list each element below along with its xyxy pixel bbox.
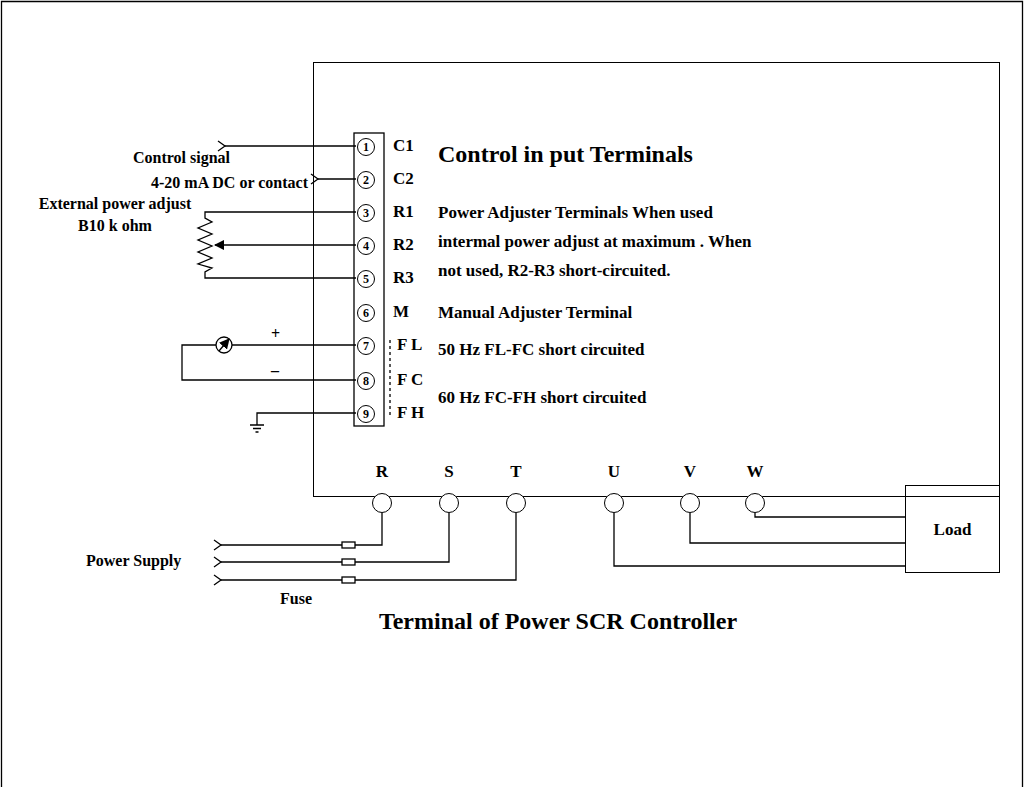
load-wire [755, 513, 905, 517]
power-terminal: U [604, 493, 624, 513]
pin-number: 7 [363, 340, 369, 352]
fuse-symbol [342, 542, 355, 548]
pin-number: 5 [363, 273, 369, 285]
signal-label: Control signal [133, 148, 230, 168]
pin-name: C1 [393, 136, 414, 156]
pin-number: 2 [363, 174, 369, 186]
polarity-sign: + [271, 324, 280, 344]
frequency-bracket [389, 340, 390, 418]
terminal-strip [354, 133, 384, 426]
load-label: Load [934, 521, 972, 538]
diagram-title: Terminal of Power SCR Controller [258, 606, 858, 636]
panel-note: Manual Adjuster Terminal [438, 301, 858, 325]
panel-note: 50 Hz FL-FC short circuited [438, 338, 858, 362]
terminal-label: R [376, 462, 388, 482]
input-chevron [214, 540, 221, 585]
terminal-pin: 2 [357, 171, 375, 189]
pin-name: R1 [393, 202, 414, 222]
supply-wire [221, 513, 382, 545]
resistor-symbol [198, 212, 356, 278]
terminal-label: V [684, 462, 696, 482]
pin-name: M [393, 302, 409, 322]
supply-wire [221, 513, 516, 580]
load-wire [614, 513, 905, 566]
pin-name: R3 [393, 268, 414, 288]
terminal-pin: 4 [357, 237, 375, 255]
supply-label: Power Supply [86, 551, 181, 571]
ground-wire [257, 413, 356, 425]
pin-number: 8 [363, 375, 369, 387]
pin-number: 1 [363, 141, 369, 153]
meter-wire [182, 345, 356, 380]
terminal-pin: 1 [357, 138, 375, 156]
terminal-pin: 3 [357, 204, 375, 222]
power-terminal: R [372, 493, 392, 513]
fuse-symbol [342, 559, 355, 565]
signal-label: 4-20 mA DC or contact [60, 173, 308, 193]
power-terminal: S [439, 493, 459, 513]
meter-wire [232, 344, 356, 345]
power-terminal: T [506, 493, 526, 513]
fuse-label: Fuse [280, 589, 312, 609]
terminal-pin: 6 [357, 304, 375, 322]
pin-number: 3 [363, 207, 369, 219]
control-wire [318, 178, 356, 179]
ground-symbol [250, 425, 264, 432]
terminal-pin: 5 [357, 270, 375, 288]
pin-name: F C [397, 370, 423, 390]
pin-name: C2 [393, 169, 414, 189]
pin-name: F L [397, 335, 422, 355]
fuse-symbol [342, 577, 355, 583]
panel-heading: Control in put Terminals [438, 139, 858, 169]
terminal-pin: 9 [357, 405, 375, 423]
power-terminal: V [680, 493, 700, 513]
panel-note: 60 Hz FC-FH short circuited [438, 386, 858, 410]
pin-name: R2 [393, 235, 414, 255]
meter-symbol [216, 337, 232, 353]
load-wire [690, 513, 905, 543]
power-terminal: W [745, 493, 765, 513]
adjuster-label: External power adjust B10 k ohm [38, 193, 192, 237]
control-wire [225, 145, 356, 146]
pin-number: 4 [363, 240, 369, 252]
terminal-label: U [608, 462, 620, 482]
terminal-pin: 8 [357, 372, 375, 390]
meter-needle [219, 339, 229, 351]
terminal-label: T [510, 462, 521, 482]
terminal-pin: 7 [357, 337, 375, 355]
pin-name: F H [397, 403, 424, 423]
panel-note: Power Adjuster Terminals When used inter… [438, 198, 773, 285]
pin-number: 6 [363, 307, 369, 319]
polarity-sign: – [271, 361, 279, 381]
load-box: Load [905, 485, 1000, 573]
controller-housing: Control in put TerminalsPower Adjuster T… [313, 62, 1000, 497]
wiper-arrow [215, 244, 356, 245]
supply-wire [221, 513, 449, 562]
terminal-label: S [444, 462, 453, 482]
terminal-label: W [747, 462, 764, 482]
pin-number: 9 [363, 408, 369, 420]
